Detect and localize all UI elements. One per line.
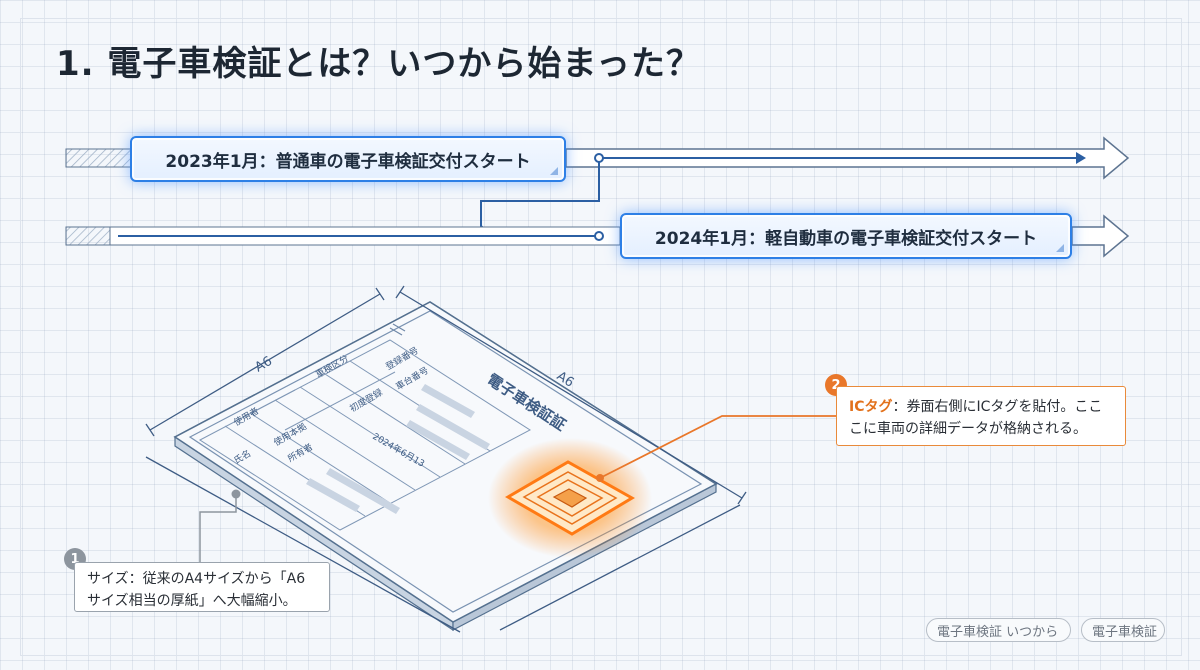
card-menu-icon bbox=[389, 323, 406, 336]
ic-tag-callout: ICタグ：券面右側にICタグを貼付。ここ こに車両の詳細データが格納される。 bbox=[836, 386, 1126, 446]
keyword-tag[interactable]: 電子車検証 bbox=[1081, 618, 1165, 642]
ic-tag-chip bbox=[488, 438, 652, 558]
ic-tag-label: ICタグ bbox=[849, 399, 893, 415]
dimension-label-left: A6 bbox=[253, 354, 275, 376]
size-text-1: サイズ：従来のA4サイズから「A6 bbox=[87, 571, 306, 587]
timeline-event-2024-label: 2024年1月：軽自動車の電子車検証交付スタート bbox=[654, 228, 1038, 249]
keyword-tag[interactable]: 電子車検証 いつから bbox=[926, 618, 1071, 642]
timeline-event-2023-label: 2023年1月：普通車の電子車検証交付スタート bbox=[165, 151, 531, 172]
card-placeholder-bars bbox=[306, 384, 490, 514]
ic-callout-dot bbox=[596, 474, 604, 482]
timeline-arrows bbox=[65, 136, 1130, 258]
timeline-arrow-2023 bbox=[65, 136, 1130, 180]
ic-callout-leader bbox=[599, 415, 836, 479]
timeline-event-2023: 2023年1月：普通車の電子車検証交付スタート bbox=[130, 136, 566, 182]
page-title: 1. 電子車検証とは？いつから始まった？ bbox=[56, 44, 702, 84]
size-callout-leader bbox=[199, 494, 237, 562]
timeline-arrow-2024 bbox=[65, 214, 1130, 258]
size-callout: サイズ：従来のA4サイズから「A6 サイズ相当の厚紙」へ大幅縮小。 bbox=[74, 562, 330, 612]
size-text-2: サイズ相当の厚紙」へ大幅縮小。 bbox=[87, 593, 297, 609]
box-corner-icon bbox=[1056, 244, 1064, 252]
ic-tag-text-1: ：券面右側にICタグを貼付。ここ bbox=[892, 399, 1103, 415]
ic-tag-text-2: こに車両の詳細データが格納される。 bbox=[849, 421, 1087, 437]
timeline-event-2024: 2024年1月：軽自動車の電子車検証交付スタート bbox=[620, 213, 1072, 259]
box-corner-icon bbox=[550, 167, 558, 175]
size-callout-dot bbox=[231, 489, 241, 499]
dimension-lines bbox=[145, 285, 747, 633]
